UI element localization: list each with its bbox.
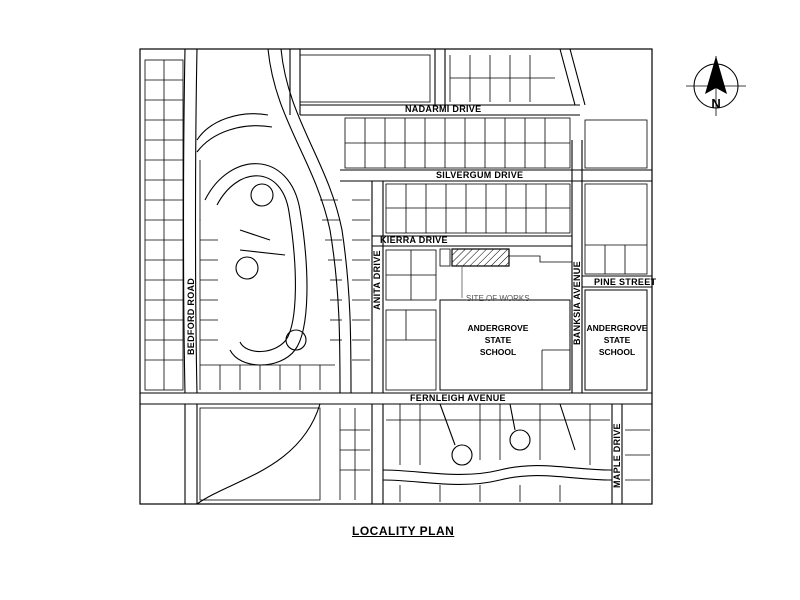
school-label-west: ANDERGROVE STATE SCHOOL (468, 323, 529, 357)
svg-text:STATE: STATE (604, 335, 631, 345)
north-label: N (711, 96, 720, 111)
south-culdesacs (196, 403, 613, 505)
label-silvergum: SILVERGUM DRIVE (436, 170, 523, 180)
road-nadarmi (300, 104, 580, 116)
lots (144, 54, 650, 502)
school-grounds-east (584, 289, 648, 391)
svg-text:ANDERGROVE: ANDERGROVE (468, 323, 529, 333)
road-bedford (182, 48, 198, 504)
svg-text:SCHOOL: SCHOOL (599, 347, 635, 357)
svg-text:SCHOOL: SCHOOL (480, 347, 516, 357)
label-nadarmi: NADARMI DRIVE (405, 104, 481, 114)
label-kierra: KIERRA DRIVE (380, 235, 448, 245)
school-grounds-west (439, 299, 571, 391)
svg-text:ANDERGROVE: ANDERGROVE (587, 323, 648, 333)
road-banksia (571, 140, 583, 393)
label-anita: ANITA DRIVE (372, 250, 382, 310)
north-arrow-icon: N (686, 56, 746, 116)
road-anita (267, 48, 352, 394)
map-title: LOCALITY PLAN (352, 524, 455, 538)
road-pine (582, 275, 652, 288)
label-bedford: BEDFORD ROAD (186, 278, 196, 355)
road-maple (611, 404, 623, 504)
crescent-loop (204, 163, 308, 366)
road-silvergum (340, 169, 652, 182)
label-banksia: BANKSIA AVENUE (572, 261, 582, 345)
minor-roads (196, 48, 586, 393)
label-site-of-works: SITE OF WORKS (466, 294, 530, 303)
label-fernleigh: FERNLEIGH AVENUE (410, 393, 506, 403)
road-kierra (372, 235, 572, 247)
road-fernleigh (140, 392, 652, 405)
label-maple: MAPLE DRIVE (612, 423, 622, 488)
site-of-works-area (451, 248, 510, 267)
school-label-east: ANDERGROVE STATE SCHOOL (587, 323, 648, 357)
svg-text:STATE: STATE (485, 335, 512, 345)
label-pine: PINE STREET (594, 277, 657, 287)
